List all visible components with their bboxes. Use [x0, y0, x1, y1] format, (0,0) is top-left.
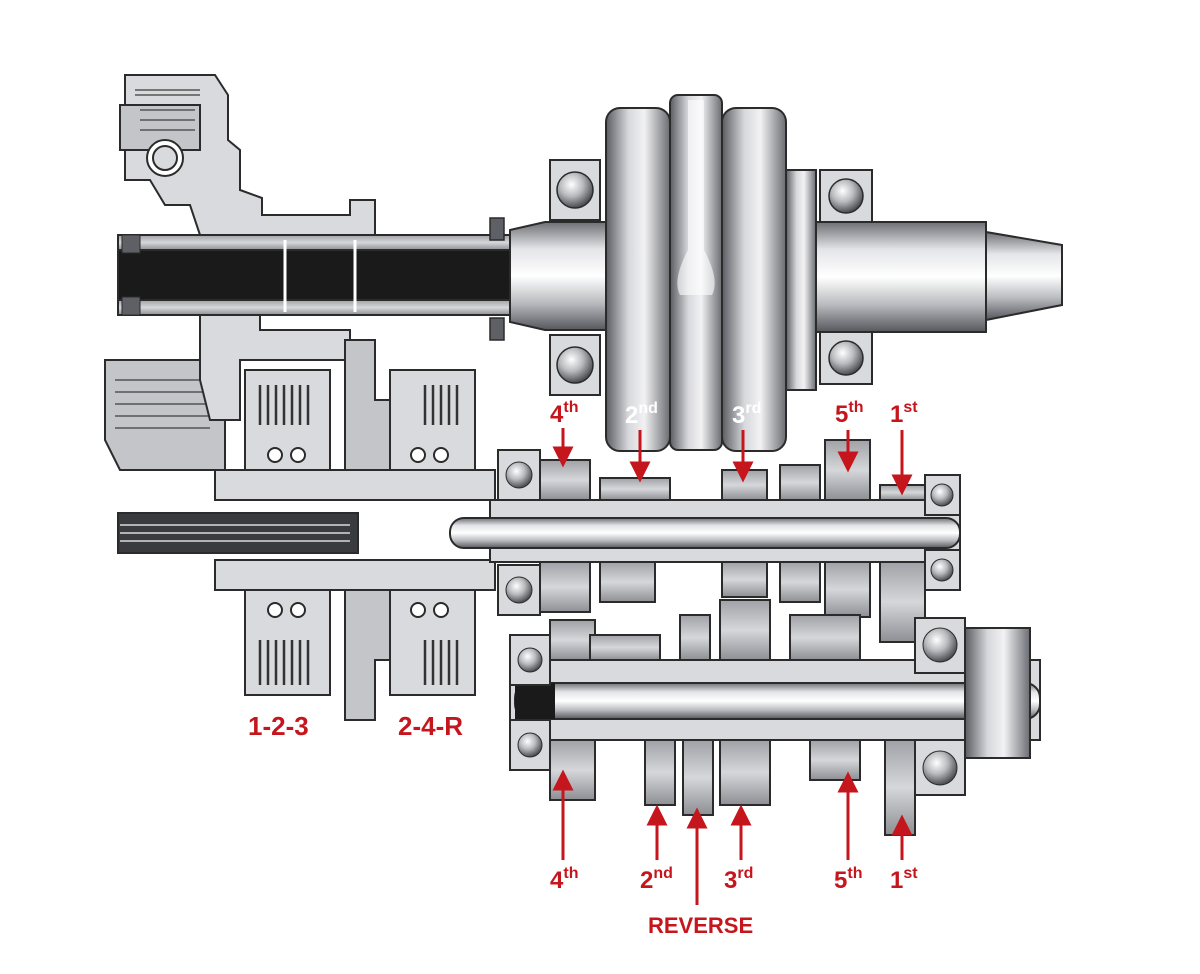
- label-input-4th: 4th: [550, 399, 578, 428]
- label-crank-2nd: 2nd: [625, 400, 658, 429]
- output-gear-5th: [809, 739, 861, 781]
- input-gear-3rd: [721, 469, 768, 501]
- input-shaft-labels: 4th 5th 1st: [550, 399, 918, 428]
- input-bearing-left: [497, 449, 541, 616]
- clutch-labels: 1-2-3 2-4-R: [248, 711, 463, 741]
- output-gear-3rd: [719, 739, 771, 806]
- output-gear-4th-top: [549, 619, 596, 661]
- output-shaft: [509, 599, 1041, 836]
- crank-main-journal: [509, 221, 611, 331]
- output-gear-1st: [884, 739, 916, 836]
- output-shaft-core: [514, 682, 1041, 720]
- label-input-5th: 5th: [835, 399, 863, 428]
- input-gear-2nd: [599, 477, 671, 501]
- label-crank-3rd: 3rd: [732, 400, 761, 429]
- label-output-3rd: 3rd: [724, 865, 753, 894]
- label-clutch-1-2-3: 1-2-3: [248, 711, 309, 741]
- crank-labels: 2nd 3rd: [625, 400, 761, 429]
- crankshaft-assembly: [117, 94, 1063, 452]
- input-bearing-right: [924, 474, 961, 591]
- crank-bearing-bottom-left: [549, 334, 601, 396]
- label-output-reverse: REVERSE: [648, 913, 753, 938]
- label-output-4th: 4th: [550, 865, 578, 894]
- label-output-5th: 5th: [834, 865, 862, 894]
- clutch-housing: [104, 74, 376, 471]
- input-gear-1st: [879, 484, 926, 501]
- crank-taper: [985, 230, 1063, 322]
- output-bearing-right: [914, 617, 966, 796]
- gear-pointer-arrows: [552, 428, 913, 905]
- output-gear-reverse: [682, 739, 714, 816]
- output-gear-2nd: [644, 739, 676, 806]
- input-hub: [117, 234, 519, 251]
- crank-output-stub: [815, 221, 987, 333]
- input-shaft-core: [449, 517, 961, 549]
- clutch-drum-center: [214, 339, 496, 721]
- crank-bearing-top-right: [819, 169, 873, 223]
- label-input-1st: 1st: [890, 399, 918, 428]
- crank-bearing-bottom-right: [819, 331, 873, 385]
- crank-bearing-top-left: [549, 159, 601, 221]
- crankshaft-bore: [117, 249, 519, 301]
- label-output-2nd: 2nd: [640, 865, 673, 894]
- input-gear-4th: [539, 459, 591, 501]
- label-clutch-2-4-R: 2-4-R: [398, 711, 463, 741]
- label-output-1st: 1st: [890, 865, 918, 894]
- output-flange: [964, 627, 1031, 759]
- output-shaft-labels: 4th 2nd 3rd 5th 1st REVERSE: [550, 865, 918, 938]
- output-bearing-left: [509, 634, 551, 771]
- output-gear-4th: [549, 739, 596, 801]
